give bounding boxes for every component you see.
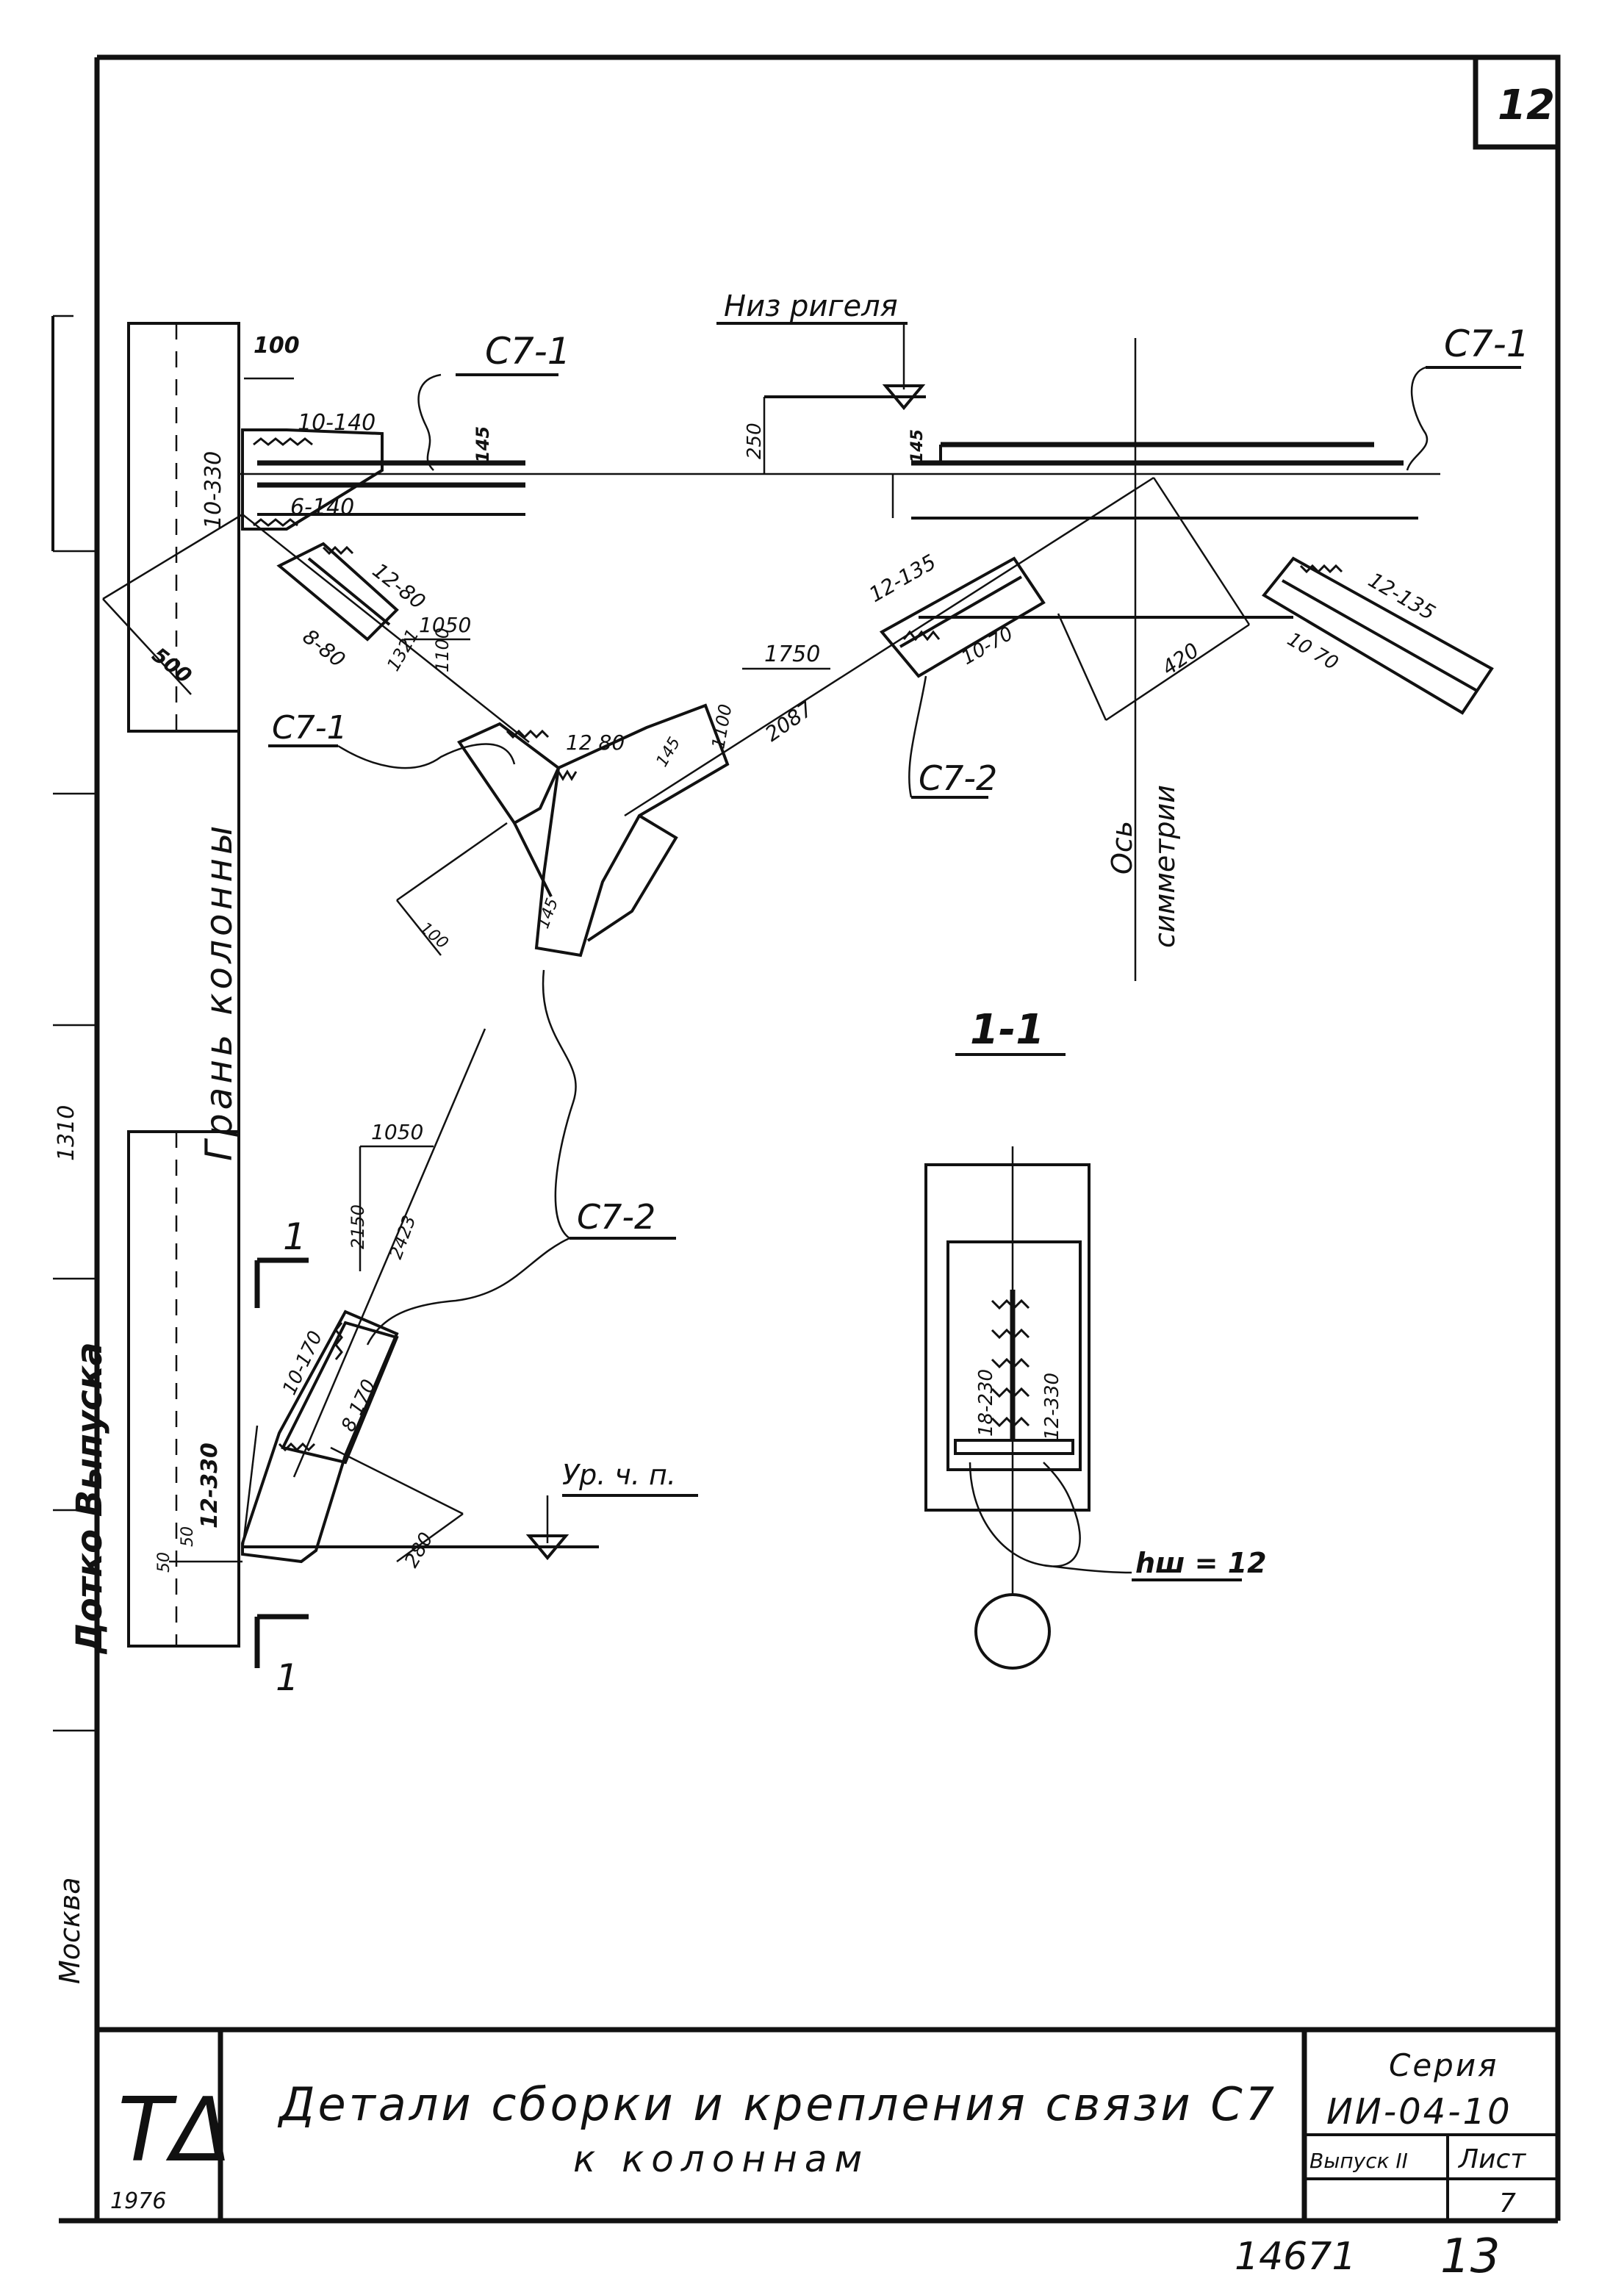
leader-c7-1-c-curve bbox=[337, 743, 516, 769]
dim-50-b: 50 bbox=[179, 1526, 197, 1547]
brace-c7-1-a-label: С7-1 bbox=[485, 330, 571, 373]
central-joint bbox=[457, 703, 730, 958]
gusset-right-a bbox=[879, 556, 1046, 678]
logo-year: 1976 bbox=[110, 2188, 166, 2214]
archive-number: 14671 bbox=[1235, 2235, 1356, 2279]
diag-axis-right bbox=[1152, 477, 1251, 625]
title-line-2: к колоннам bbox=[573, 2138, 869, 2180]
title-line-1: Детали сборки и крепления связи С7 bbox=[277, 2077, 1277, 2131]
section-1-1-label: 1-1 bbox=[970, 1006, 1044, 1054]
gusset-right-b bbox=[1262, 556, 1494, 715]
diag-axis-lower bbox=[292, 1028, 486, 1478]
dim-1100-a: 1100 bbox=[432, 628, 453, 672]
cut-mark-bottom: 1 bbox=[276, 1656, 299, 1699]
city-label: Москва bbox=[54, 1877, 86, 1984]
series-label: Серия bbox=[1389, 2047, 1498, 2083]
dim-8-80: 8-80 bbox=[298, 625, 350, 672]
issue-axis-label: Дотко Выпуска bbox=[69, 1342, 110, 1655]
dim-145-left: 145 bbox=[473, 426, 493, 463]
dim-2150: 2150 bbox=[348, 1204, 368, 1249]
leader-c7-1-b-curve bbox=[1406, 366, 1429, 471]
dim-250: 250 bbox=[744, 423, 766, 459]
dim-leader-500 bbox=[102, 513, 243, 600]
dim-2087: 2087 bbox=[761, 697, 817, 747]
dim-line-140 bbox=[396, 899, 442, 956]
dim-420: 420 bbox=[1157, 638, 1204, 680]
leader-c7-2-a-curve bbox=[908, 675, 927, 798]
dim-10-70-a: 10-70 bbox=[958, 622, 1017, 669]
diag-axis-upper bbox=[242, 514, 530, 743]
dim-6-140: 6-140 bbox=[290, 495, 354, 520]
footer-page-number: 13 bbox=[1440, 2230, 1500, 2284]
beam-right bbox=[891, 442, 1418, 520]
dim-1050-b: 1050 bbox=[371, 1120, 423, 1144]
dim-12-80-a: 12-80 bbox=[368, 558, 430, 614]
dim-line-500 bbox=[102, 598, 192, 695]
dim-12-330-b: 12-330 bbox=[1041, 1373, 1063, 1440]
title-block bbox=[94, 2030, 1558, 2221]
issue-dimension: 1310 bbox=[54, 1105, 79, 1161]
section-cut-bottom bbox=[254, 1614, 309, 1668]
sheet-value: 7 bbox=[1499, 2188, 1516, 2219]
dim-12-135-b: 12-135 bbox=[1365, 567, 1440, 625]
dim-140: 100 bbox=[416, 919, 451, 952]
dim-line-420-b bbox=[1105, 623, 1250, 722]
dim-8-170: 8 170 bbox=[337, 1376, 381, 1435]
logo-mark: ТΔ bbox=[118, 2080, 231, 2182]
dim-line-420 bbox=[1057, 613, 1107, 721]
sheet-frame bbox=[59, 54, 1561, 2224]
dim-18-230: 18-230 bbox=[975, 1369, 997, 1437]
leader-c7-2-b-curve-2 bbox=[542, 969, 577, 1240]
dim-1750: 1750 bbox=[764, 642, 820, 667]
column-lower bbox=[127, 1130, 240, 1648]
brace-c7-1-c-label: С7-1 bbox=[272, 709, 348, 747]
cut-mark-top: 1 bbox=[283, 1215, 306, 1258]
dim-10-330: 10-330 bbox=[201, 451, 226, 529]
series-value: ИИ-04-10 bbox=[1326, 2091, 1512, 2133]
section-1-1-detail bbox=[924, 1146, 1091, 1670]
dim-145-mid-b: 145 bbox=[534, 896, 562, 931]
sheet-label: Лист bbox=[1457, 2144, 1526, 2174]
page-number-box bbox=[1473, 54, 1561, 150]
dim-10-140: 10-140 bbox=[298, 410, 376, 436]
dim-leader-280 bbox=[330, 1446, 464, 1515]
weld-leader bbox=[969, 1462, 1132, 1574]
dim-12-80-b: 12 80 bbox=[566, 730, 625, 755]
dim-1321: 1321 bbox=[383, 625, 423, 675]
leader-c7-2-b-curve bbox=[366, 1237, 570, 1346]
beam-bottom-label: Низ ригеля bbox=[724, 290, 898, 323]
dim-1100-b: 1100 bbox=[708, 703, 736, 750]
symmetry-axis-label-1: Ось bbox=[1106, 821, 1138, 874]
brace-c7-2-b-label: С7-2 bbox=[577, 1197, 655, 1237]
dim-12-135-a: 12-135 bbox=[865, 550, 940, 607]
leader-c7-1-a-curve bbox=[417, 373, 442, 471]
dim-50-a: 50 bbox=[155, 1552, 173, 1573]
brace-c7-1-b-label: С7-1 bbox=[1444, 323, 1530, 365]
brace-c7-2-a-label: С7-2 bbox=[919, 758, 997, 798]
dim-12-330-a: 12-330 bbox=[197, 1443, 223, 1528]
dim-500: 500 bbox=[148, 643, 196, 689]
dim-10-170: 10-170 bbox=[279, 1328, 327, 1398]
dim-145-right: 145 bbox=[908, 429, 927, 463]
dim-145-mid-a: 145 bbox=[653, 734, 685, 770]
dim-leader-140 bbox=[396, 822, 508, 902]
left-margin-ticks bbox=[51, 315, 96, 1732]
dim-line-280 bbox=[396, 1512, 464, 1563]
column-face-label: Грань колонны bbox=[198, 822, 240, 1161]
dim-100: 100 bbox=[254, 333, 300, 359]
section-cut-top bbox=[254, 1257, 309, 1308]
gusset-top-left bbox=[239, 428, 1440, 531]
symmetry-axis-label-2: симметрии bbox=[1149, 785, 1181, 948]
diag-axis-long bbox=[624, 476, 1154, 817]
floor-level-label: Ур. ч. п. bbox=[562, 1459, 676, 1491]
dim-1050-a: 1050 bbox=[419, 613, 471, 637]
weld-leg-label: hш = 12 bbox=[1135, 1547, 1267, 1579]
brace-upper-left bbox=[276, 542, 399, 642]
page-number: 12 bbox=[1498, 82, 1555, 129]
dim-2423: 2423 bbox=[385, 1213, 420, 1262]
issue-label: Выпуск II bbox=[1309, 2149, 1408, 2173]
